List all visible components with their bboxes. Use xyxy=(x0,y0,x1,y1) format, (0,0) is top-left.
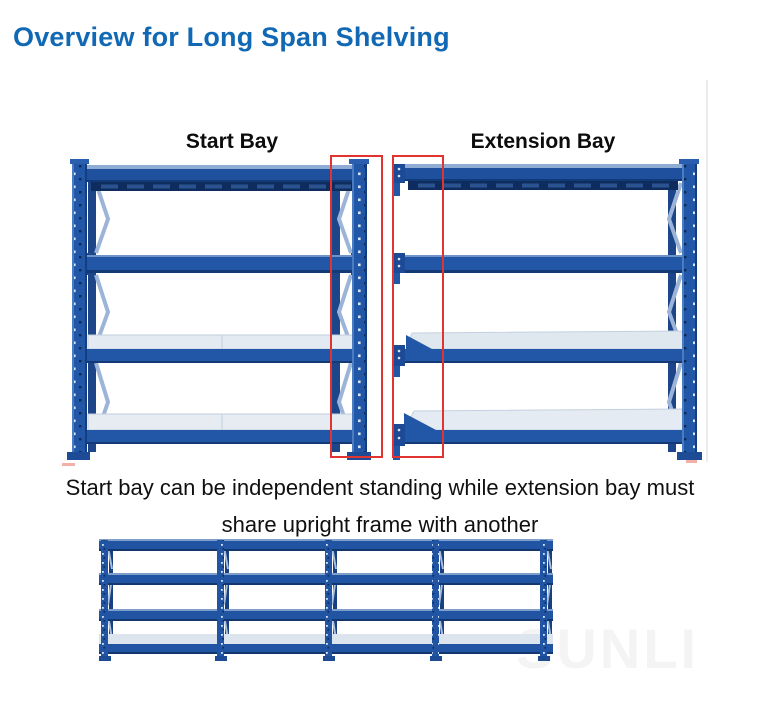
stray-red-mark xyxy=(686,460,697,463)
extension-bay-label: Extension Bay xyxy=(470,130,616,153)
extension-bay-front-post xyxy=(677,159,702,460)
start-bay-label: Start Bay xyxy=(185,130,279,153)
start-bay-back-posts xyxy=(88,165,353,452)
page-title: Overview for Long Span Shelving xyxy=(13,22,450,52)
extension-bay-rack-image xyxy=(393,159,702,460)
beam-connector-2 xyxy=(394,253,405,284)
highlight-box-extension-connectors xyxy=(392,155,444,458)
highlight-box-shared-upright xyxy=(330,155,383,458)
beam-connector-4 xyxy=(393,424,405,460)
start-bay-shelves xyxy=(83,165,360,444)
caption-line-1: Start bay can be independent standing wh… xyxy=(65,475,695,500)
start-bay-rack-image xyxy=(67,159,371,460)
beam-connector-3 xyxy=(394,345,405,377)
row-front-posts xyxy=(99,540,550,661)
connected-shelving-row-image xyxy=(99,539,553,661)
caption: Start bay can be independent standing wh… xyxy=(0,469,760,543)
extension-bay-shelves xyxy=(393,164,686,460)
caption-line-2: share upright frame with another xyxy=(221,512,539,537)
photo-edge-line xyxy=(706,80,708,462)
stray-red-mark xyxy=(62,463,75,466)
start-bay-front-posts xyxy=(67,159,371,460)
beam-connector-1 xyxy=(394,164,405,196)
